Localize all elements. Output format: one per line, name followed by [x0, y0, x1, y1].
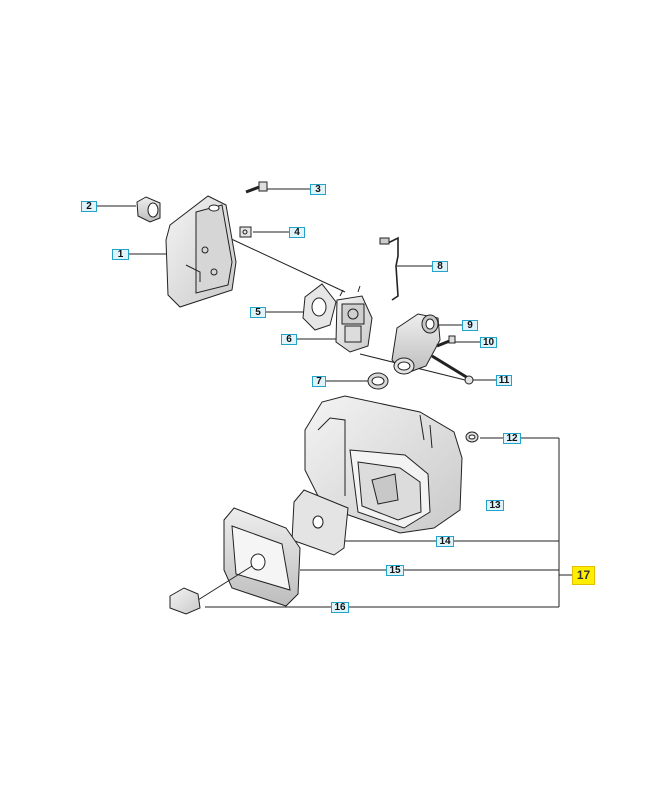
- part-5-gasket: [302, 283, 337, 331]
- part-2-grommet: [136, 196, 161, 223]
- callout-6[interactable]: 6: [281, 334, 297, 345]
- callout-8[interactable]: 8: [432, 261, 448, 272]
- callout-16[interactable]: 16: [331, 602, 349, 613]
- callout-11[interactable]: 11: [496, 375, 512, 386]
- callout-14[interactable]: 14: [436, 536, 454, 547]
- callout-9[interactable]: 9: [462, 320, 478, 331]
- callout-3[interactable]: 3: [310, 184, 326, 195]
- part-10-bolt: [436, 335, 456, 348]
- callout-13[interactable]: 13: [486, 500, 504, 511]
- part-1-cover: [165, 195, 237, 308]
- callout-4[interactable]: 4: [289, 227, 305, 238]
- callout-12[interactable]: 12: [503, 433, 521, 444]
- part-6-carburettor: [335, 285, 373, 353]
- callout-5[interactable]: 5: [250, 307, 266, 318]
- part-7-ring: [367, 372, 389, 390]
- part-13-housing: [304, 395, 463, 534]
- callout-15[interactable]: 15: [386, 565, 404, 576]
- callout-1[interactable]: 1: [112, 249, 129, 260]
- callout-2[interactable]: 2: [81, 201, 97, 212]
- part-11-bolt: [431, 354, 474, 385]
- part-15-cover: [223, 507, 301, 607]
- part-12-grommet: [465, 431, 479, 443]
- part-8-rod: [379, 236, 399, 301]
- part-4-nut: [239, 226, 252, 238]
- callout-10[interactable]: 10: [480, 337, 497, 348]
- part-3-screw: [245, 181, 268, 194]
- part-16-knob: [169, 565, 253, 615]
- callout-17-highlighted[interactable]: 17: [572, 566, 595, 585]
- callout-7[interactable]: 7: [312, 376, 326, 387]
- part-9-intake: [391, 313, 441, 375]
